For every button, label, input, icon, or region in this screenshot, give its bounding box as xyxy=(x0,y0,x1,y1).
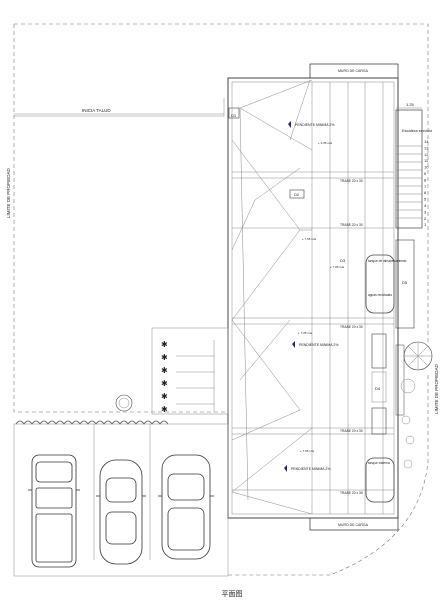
svg-text:✱: ✱ xyxy=(161,379,168,388)
trabe-1: TRABE 20 x 30 xyxy=(340,179,363,183)
pendiente-2: PENDIENTE MINIMA 2% xyxy=(299,343,338,347)
d5-label: D5 xyxy=(402,280,408,285)
stair-number: 8 xyxy=(424,177,427,182)
stair-number: 4 xyxy=(424,203,427,208)
nivel-4: + 7.65 mts xyxy=(300,449,315,453)
hedge-row xyxy=(15,420,169,425)
stair-number: 6 xyxy=(424,190,427,195)
svg-text:✱: ✱ xyxy=(161,392,168,401)
trabe-4: TRABE 20 x 30 xyxy=(340,429,363,433)
svg-text:✱: ✱ xyxy=(161,340,168,349)
stair-number: 7 xyxy=(424,184,427,189)
d3-label: D3 xyxy=(340,258,346,263)
tanque-1-label: tanque de almacenamiento xyxy=(368,259,407,263)
car-pickup xyxy=(28,454,80,568)
parking-area xyxy=(13,423,229,577)
svg-text:✱: ✱ xyxy=(161,405,168,414)
tank-1 xyxy=(365,254,395,314)
d2-label: D2 xyxy=(294,192,300,197)
trabe-5: TRABE 20 x 30 xyxy=(340,491,363,495)
stair-block xyxy=(395,109,423,229)
stair-number: 5 xyxy=(424,197,427,202)
stair-number: 12 xyxy=(424,152,429,157)
stair-number: 2 xyxy=(424,216,427,221)
nivel-2: + 7.65 mts xyxy=(302,237,317,241)
car-suv xyxy=(158,454,214,560)
stair-number: 13 xyxy=(424,145,429,150)
svg-text:✱: ✱ xyxy=(161,366,168,375)
tank-2 xyxy=(365,457,395,503)
pendiente-3: PENDIENTE MINIMA 2% xyxy=(291,467,330,471)
car-sedan xyxy=(96,459,146,565)
stair-number: 14 xyxy=(424,139,429,144)
tanque-2-label: tanque cisterna xyxy=(368,461,390,465)
trabe-2: TRABE 20 x 30 xyxy=(340,223,363,227)
muro-top xyxy=(309,63,399,79)
stair-number: 3 xyxy=(424,209,427,214)
limite-left-label: LIMITE DE PROPIEDAD xyxy=(6,167,11,218)
tanque-1b-label: aguas recicladas xyxy=(368,293,392,297)
dim-top: 1.25 xyxy=(406,102,415,107)
nivel-5: + 7.65 mts xyxy=(330,265,345,269)
nivel-3: + 7.65 mts xyxy=(298,331,313,335)
shrub-column: ✱ ✱ ✱ ✱ ✱ ✱ xyxy=(161,340,168,414)
property-boundary xyxy=(13,23,429,576)
limite-right-label: LIMITE DE PROPIEDAD xyxy=(434,363,439,414)
d4-label: D4 xyxy=(375,386,381,391)
muro-bottom xyxy=(309,517,399,531)
trabe-3: TRABE 20 x 30 xyxy=(340,325,363,329)
muro-top-label: MURO DE CARGA xyxy=(338,69,369,73)
garden-area xyxy=(151,327,229,415)
stair-number: 9 xyxy=(424,171,427,176)
d1-label: D1 xyxy=(231,113,237,118)
stair-number: 10 xyxy=(424,165,429,170)
escalera-label: Escalera servicio xyxy=(402,128,433,133)
muro-bottom-label: MURO DE CARGA xyxy=(338,523,369,527)
stair-number: 1 xyxy=(424,222,427,227)
inicia-talud-label: INICIA TALUD xyxy=(82,108,111,113)
svg-text:✱: ✱ xyxy=(161,353,168,362)
pendiente-1: PENDIENTE MINIMA 2% xyxy=(295,123,334,127)
caption: 平面图 xyxy=(222,590,243,598)
stair-number: 11 xyxy=(424,158,429,163)
stair-treads xyxy=(396,145,422,219)
nivel-1: + 2.35 mts xyxy=(318,141,333,145)
